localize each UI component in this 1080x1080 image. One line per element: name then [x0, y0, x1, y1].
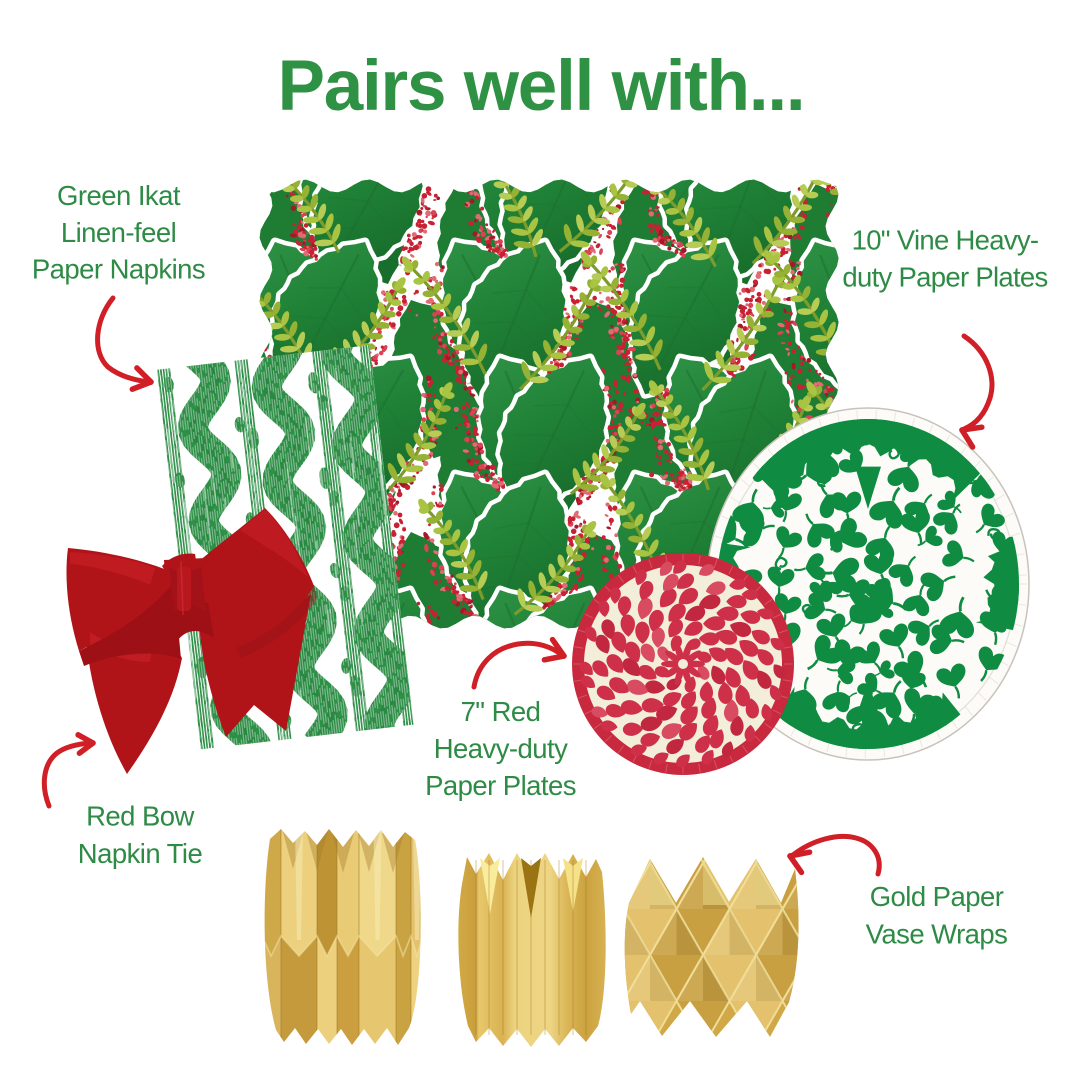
svg-text:Pairs well with...: Pairs well with...	[278, 47, 805, 126]
svg-text:Red Bow: Red Bow	[86, 801, 194, 832]
svg-text:Linen-feel: Linen-feel	[61, 217, 176, 248]
svg-text:Napkin Tie: Napkin Tie	[78, 838, 203, 869]
svg-text:duty Paper Plates: duty Paper Plates	[842, 262, 1047, 293]
svg-text:7" Red: 7" Red	[461, 696, 541, 727]
svg-text:Heavy-duty: Heavy-duty	[434, 733, 568, 764]
svg-text:Paper Plates: Paper Plates	[425, 770, 576, 801]
svg-text:Green Ikat: Green Ikat	[57, 180, 181, 211]
svg-text:Gold Paper: Gold Paper	[870, 881, 1004, 912]
svg-text:10" Vine Heavy-: 10" Vine Heavy-	[852, 225, 1039, 256]
svg-text:Vase Wraps: Vase Wraps	[866, 918, 1008, 949]
svg-text:Paper Napkins: Paper Napkins	[32, 254, 205, 285]
